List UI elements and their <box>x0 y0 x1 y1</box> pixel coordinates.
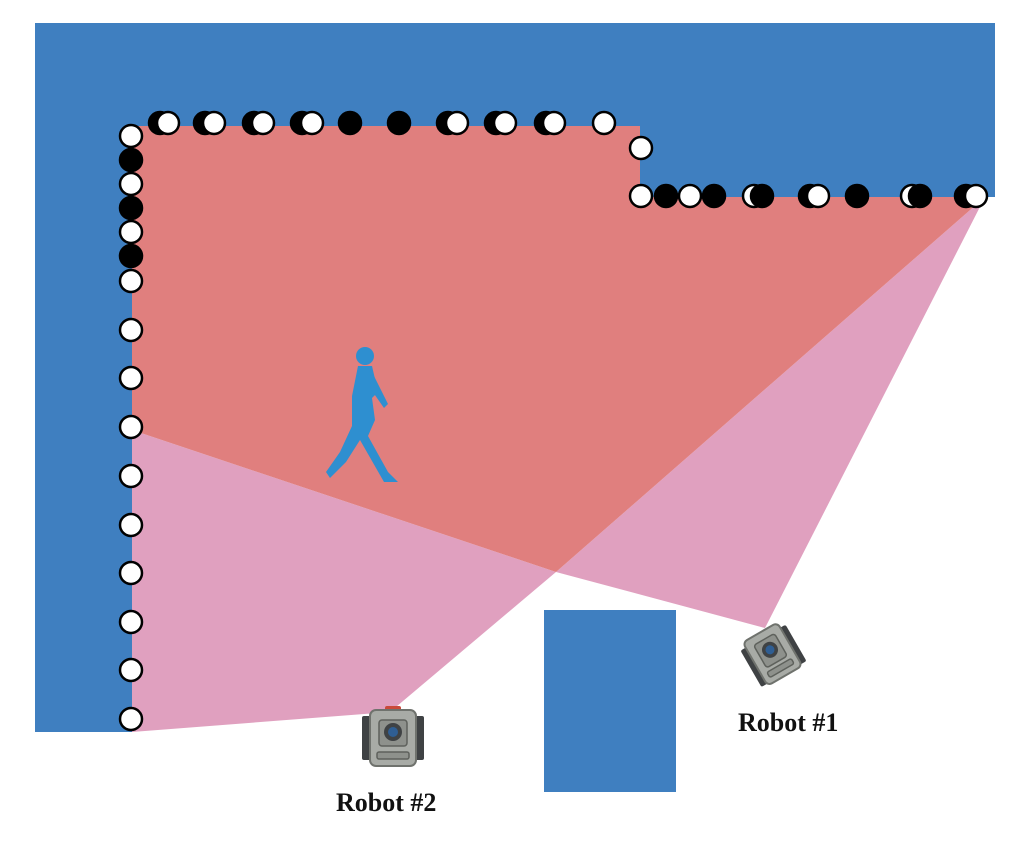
robot2 <box>362 706 424 767</box>
boundary-marker-black <box>701 183 727 209</box>
robot1 <box>741 623 806 687</box>
boundary-marker-white <box>299 110 325 136</box>
robot-camera-icon <box>362 706 424 767</box>
boundary-marker-black <box>118 195 144 221</box>
boundary-marker-white <box>118 463 144 489</box>
robot2-view-region <box>132 430 556 732</box>
boundary-marker-black <box>653 183 679 209</box>
boundary-marker-white <box>628 135 654 161</box>
boundary-marker-white <box>118 219 144 245</box>
boundary-marker-black <box>118 147 144 173</box>
robot1-view-region <box>556 197 985 628</box>
boundary-marker-white <box>118 560 144 586</box>
boundary-marker-white <box>628 183 654 209</box>
boundary-marker-black <box>118 243 144 269</box>
boundary-marker-white <box>677 183 703 209</box>
boundary-marker-black <box>907 183 933 209</box>
boundary-marker-white <box>118 123 144 149</box>
boundary-marker-white <box>250 110 276 136</box>
boundary-markers <box>118 110 989 732</box>
boundary-marker-white <box>541 110 567 136</box>
boundary-marker-white <box>118 657 144 683</box>
boundary-marker-white <box>118 171 144 197</box>
boundary-marker-black <box>386 110 412 136</box>
robot1-label: Robot #1 <box>738 708 838 737</box>
boundary-marker-white <box>963 183 989 209</box>
boundary-marker-white <box>444 110 470 136</box>
boundary-marker-white <box>118 365 144 391</box>
boundary-marker-black <box>749 183 775 209</box>
boundary-marker-black <box>844 183 870 209</box>
boundary-marker-white <box>118 512 144 538</box>
boundary-marker-black <box>337 110 363 136</box>
walking-person-icon <box>326 347 398 482</box>
boundary-marker-white <box>591 110 617 136</box>
boundary-marker-white <box>155 110 181 136</box>
robot-camera-icon <box>741 623 806 687</box>
boundary-marker-white <box>492 110 518 136</box>
boundary-marker-white <box>118 609 144 635</box>
boundary-marker-white <box>805 183 831 209</box>
boundary-marker-white <box>201 110 227 136</box>
boundary-marker-white <box>118 706 144 732</box>
boundary-marker-white <box>118 414 144 440</box>
boundary-marker-white <box>118 317 144 343</box>
boundary-marker-white <box>118 268 144 294</box>
pillar-obstacle <box>544 610 676 792</box>
robot2-label: Robot #2 <box>336 788 436 817</box>
